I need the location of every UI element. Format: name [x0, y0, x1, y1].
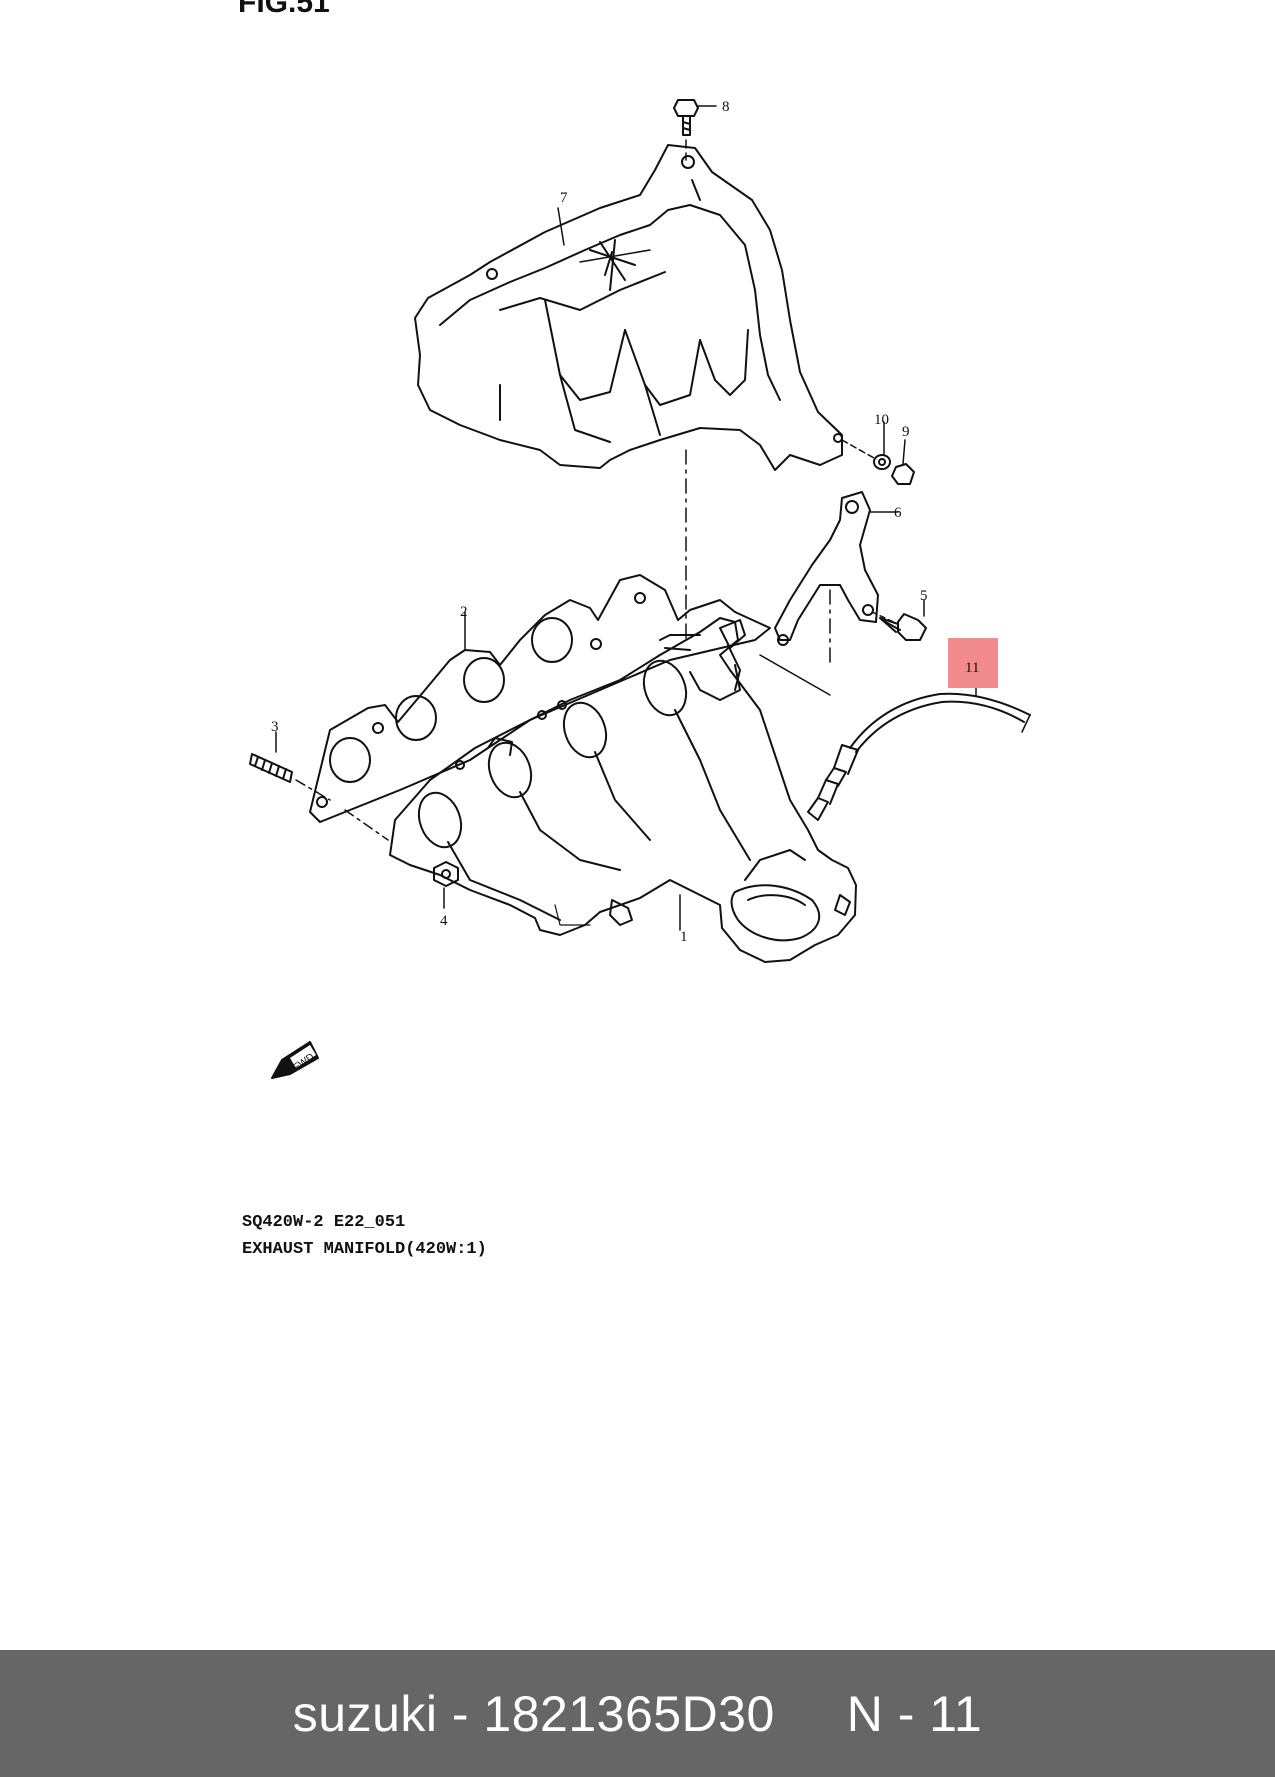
leader-line: [295, 779, 389, 841]
gasket-part-2: [309, 574, 771, 823]
callout-7[interactable]: 7: [560, 190, 568, 206]
callout-10[interactable]: 10: [874, 412, 889, 428]
callout-6[interactable]: 6: [894, 505, 902, 521]
bracket-part-6: [759, 491, 899, 696]
leader-line: [871, 611, 899, 625]
exhaust-manifold-part-1: [389, 617, 857, 963]
exhaust-manifold-diagram: FWD 1 2 3 4 5 6 7 8 9 10 11: [249, 99, 1031, 1079]
callout-9[interactable]: 9: [902, 424, 910, 440]
stud-part-3: [249, 731, 293, 783]
leader-line: [841, 439, 875, 459]
callout-4[interactable]: 4: [440, 913, 448, 929]
callout-5[interactable]: 5: [920, 588, 928, 604]
highlight-box: [948, 638, 998, 688]
callout-2[interactable]: 2: [460, 604, 468, 620]
caption-code: SQ420W-2 E22_051: [242, 1213, 406, 1232]
caption-title: EXHAUST MANIFOLD(420W:1): [242, 1240, 487, 1259]
footer-part-number: suzuki - 1821365D30 N - 11: [292, 1685, 983, 1742]
washer-part-10: [873, 421, 891, 470]
figure-heading: FIG.51: [238, 0, 330, 19]
callout-1[interactable]: 1: [680, 929, 688, 945]
oxygen-sensor-part-11: [807, 679, 1031, 821]
nut-part-4: [433, 861, 459, 909]
forward-arrow-icon: FWD: [271, 1041, 319, 1079]
callout-11[interactable]: 11: [965, 660, 979, 676]
callout-3[interactable]: 3: [271, 719, 279, 735]
bolt-part-5: [879, 599, 927, 641]
footer-bar: suzuki - 1821365D30 N - 11: [0, 1650, 1275, 1777]
heat-shield-part: [414, 144, 843, 471]
callout-8[interactable]: 8: [722, 99, 730, 115]
nut-part-9: [891, 439, 915, 485]
bolt-part-8: [673, 99, 717, 136]
leader-line: [557, 207, 565, 246]
